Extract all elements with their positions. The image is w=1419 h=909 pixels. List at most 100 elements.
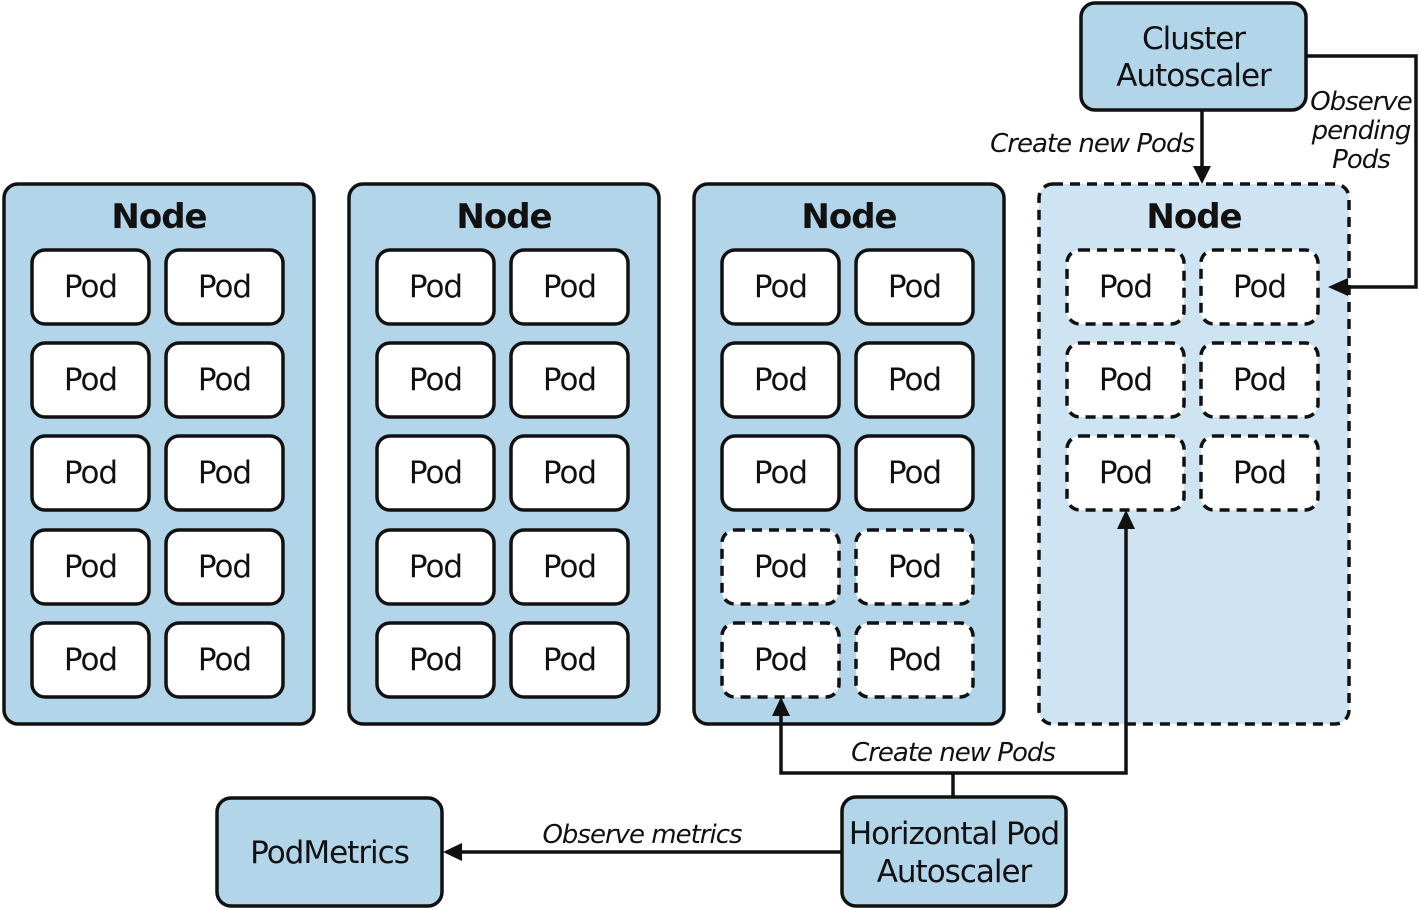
pod: Pod <box>509 434 630 512</box>
pod: Pod <box>375 528 496 606</box>
pod-box <box>164 528 285 606</box>
pod-box <box>30 528 151 606</box>
pod: Pod <box>720 341 841 419</box>
pod-box <box>854 621 975 699</box>
pod-box <box>30 621 151 699</box>
pod: Pod <box>164 621 285 699</box>
pod-label: Pod <box>198 642 251 678</box>
hpa-observe-metrics-arrowhead <box>443 843 462 861</box>
pod: Pod <box>375 248 496 326</box>
pod-box <box>1199 434 1320 512</box>
ca-observe-label-line3: Pods <box>1332 145 1390 175</box>
pending-pod: Pod <box>854 621 975 699</box>
node-title: Node <box>111 197 206 237</box>
pod: Pod <box>854 434 975 512</box>
node-title: Node <box>801 197 896 237</box>
pod: Pod <box>164 248 285 326</box>
pod: Pod <box>509 341 630 419</box>
pod-label: Pod <box>1233 362 1286 398</box>
ca-observe-label-line2: pending <box>1311 116 1411 146</box>
pod-label: Pod <box>754 362 807 398</box>
pod-label: Pod <box>1099 269 1152 305</box>
pod-box <box>375 621 496 699</box>
pod-label: Pod <box>64 455 117 491</box>
pod-box <box>30 434 151 512</box>
pending-pod: Pod <box>1065 248 1186 326</box>
pod-label: Pod <box>409 455 462 491</box>
pod-label: Pod <box>1099 362 1152 398</box>
pod-label: Pod <box>198 455 251 491</box>
hpa-create-arrowhead-right <box>1117 510 1135 529</box>
ca-create-pods-arrowhead <box>1193 166 1211 184</box>
pod-label: Pod <box>64 642 117 678</box>
pod: Pod <box>30 621 151 699</box>
pod-metrics-label: PodMetrics <box>250 835 409 871</box>
cluster-autoscaler: Cluster Autoscaler <box>1079 1 1308 112</box>
pod-label: Pod <box>64 269 117 305</box>
pod: Pod <box>30 248 151 326</box>
pod-label: Pod <box>754 269 807 305</box>
pod-box <box>509 341 630 419</box>
pod-label: Pod <box>543 362 596 398</box>
pod-box <box>1065 434 1186 512</box>
pod-label: Pod <box>543 455 596 491</box>
pod-box <box>164 434 285 512</box>
pod: Pod <box>30 434 151 512</box>
pod-label: Pod <box>543 549 596 585</box>
pod-label: Pod <box>888 269 941 305</box>
pod-label: Pod <box>198 549 251 585</box>
pod: Pod <box>375 341 496 419</box>
pod-label: Pod <box>754 549 807 585</box>
pod: Pod <box>164 434 285 512</box>
pod-label: Pod <box>754 455 807 491</box>
pod-label: Pod <box>1233 455 1286 491</box>
ca-observe-pending-arrow <box>1306 54 1418 289</box>
hpa-create-pods-arrows <box>779 524 1128 775</box>
pod-box <box>1199 248 1320 326</box>
cluster-autoscaler-label-line1: Cluster <box>1142 21 1246 57</box>
hpa-create-arrowhead-left <box>772 697 790 716</box>
pod-label: Pod <box>409 549 462 585</box>
pod-box <box>375 341 496 419</box>
pod-label: Pod <box>64 549 117 585</box>
ca-observe-label-line1: Observe <box>1310 87 1412 117</box>
hpa-create-pods-label: Create new Pods <box>851 738 1055 768</box>
pod-box <box>720 528 841 606</box>
pod-box <box>1065 248 1186 326</box>
pod-metrics: PodMetrics <box>215 796 444 908</box>
pod: Pod <box>509 248 630 326</box>
pod-label: Pod <box>409 642 462 678</box>
pod-box <box>375 528 496 606</box>
pod-label: Pod <box>409 362 462 398</box>
pod-box <box>854 434 975 512</box>
pod-label: Pod <box>888 362 941 398</box>
hpa-label-line2: Autoscaler <box>877 854 1033 890</box>
pod: Pod <box>509 528 630 606</box>
hpa-box <box>840 795 1068 908</box>
pod-box <box>1199 341 1320 419</box>
pod: Pod <box>375 621 496 699</box>
pod-box <box>509 434 630 512</box>
pod-metrics-box <box>215 796 444 908</box>
pending-pod: Pod <box>1199 434 1320 512</box>
pod: Pod <box>720 434 841 512</box>
pod: Pod <box>509 621 630 699</box>
pending-pod: Pod <box>1065 341 1186 419</box>
horizontal-pod-autoscaler: Horizontal Pod Autoscaler <box>840 795 1068 908</box>
ca-observe-pending-arrowhead <box>1328 278 1348 296</box>
pod: Pod <box>30 528 151 606</box>
node-title: Node <box>1146 197 1241 237</box>
pod: Pod <box>854 248 975 326</box>
pending-pod: Pod <box>720 621 841 699</box>
pod-box <box>509 248 630 326</box>
pod-label: Pod <box>888 642 941 678</box>
pod-box <box>30 341 151 419</box>
pod-box <box>164 341 285 419</box>
pod-box <box>509 528 630 606</box>
pod-box <box>375 434 496 512</box>
